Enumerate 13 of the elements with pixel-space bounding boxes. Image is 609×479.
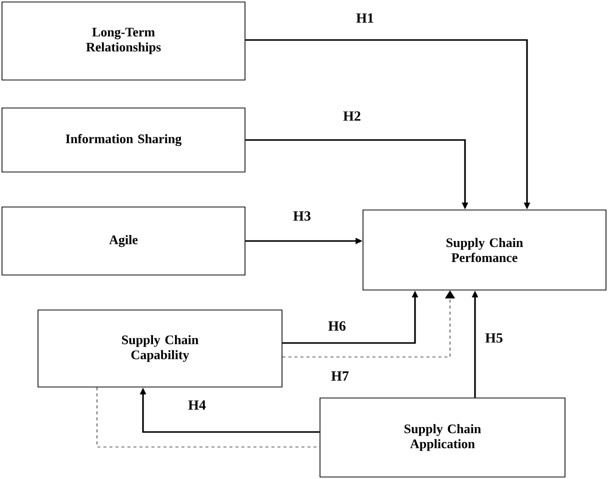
edge-label: H6: [327, 320, 347, 332]
edge-label: H2: [342, 110, 362, 122]
concept-box: Information Sharing: [2, 108, 246, 172]
concept-box: Supply Chain Capability: [38, 310, 282, 388]
edge-label: H3: [292, 210, 312, 222]
edge-label: H4: [187, 399, 207, 411]
concept-box: Long-Term Relationships: [2, 2, 246, 80]
concept-box: Agile: [2, 206, 246, 276]
edge-label: H5: [484, 332, 504, 344]
concept-box: Supply Chain Application: [320, 398, 566, 478]
concept-box: Supply Chain Perfomance: [362, 210, 606, 290]
edge-label: H1: [355, 12, 375, 24]
edge-label: H7: [330, 370, 350, 382]
